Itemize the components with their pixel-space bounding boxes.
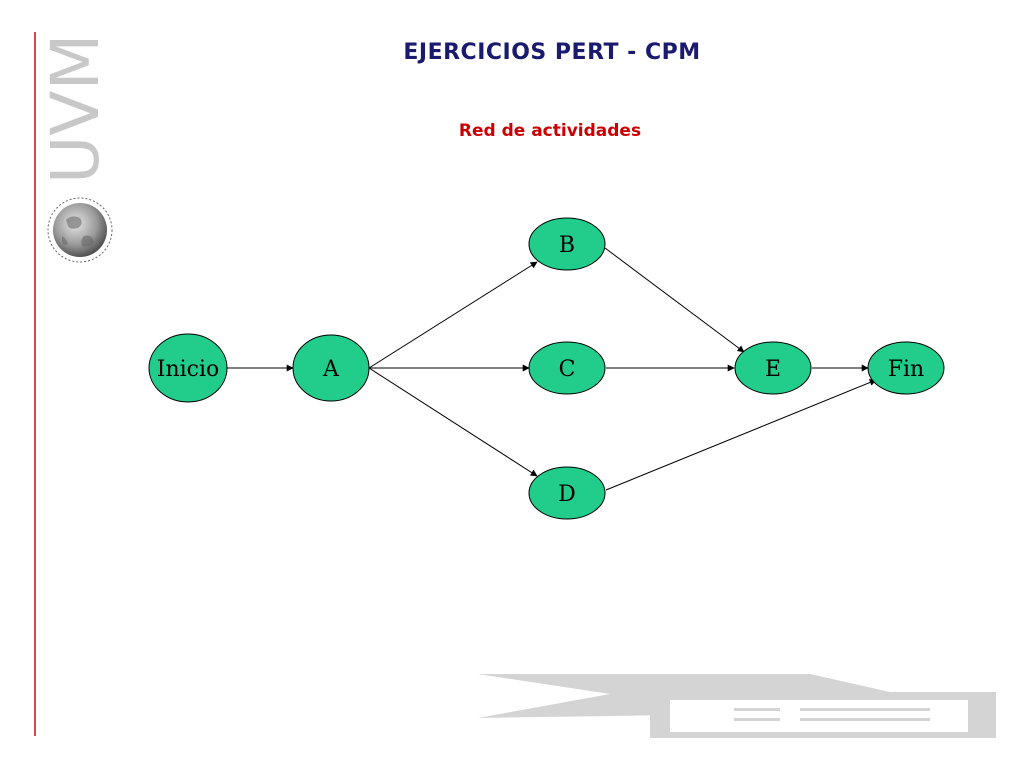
footer-decoration <box>478 674 996 738</box>
node-a-label: A <box>322 357 340 382</box>
globe-icon <box>47 197 113 263</box>
node-e-label: E <box>765 357 781 382</box>
edge-a-d <box>368 367 538 477</box>
node-fin-label: Fin <box>888 357 924 382</box>
uvm-logo-lettering: UVM <box>42 34 114 184</box>
node-fin: Fin <box>867 341 945 395</box>
node-a: A <box>292 334 370 402</box>
edge-d-fin <box>605 379 877 491</box>
node-d: D <box>528 466 606 520</box>
slide-subtitle: Red de actividades <box>458 121 642 141</box>
node-inicio: Inicio <box>148 333 228 403</box>
node-c: C <box>528 341 606 395</box>
node-b-label: B <box>559 233 575 258</box>
edge-a-b <box>368 261 538 369</box>
node-b: B <box>528 217 606 271</box>
uvm-logo-text: UVM <box>42 34 114 184</box>
node-c-label: C <box>559 357 576 382</box>
slide-title: EJERCICIOS PERT - CPM <box>403 40 701 65</box>
node-d-label: D <box>558 482 576 507</box>
node-e: E <box>734 341 812 395</box>
edge-b-e <box>604 247 745 353</box>
node-inicio-label: Inicio <box>157 357 220 382</box>
left-accent-rule <box>34 32 36 736</box>
